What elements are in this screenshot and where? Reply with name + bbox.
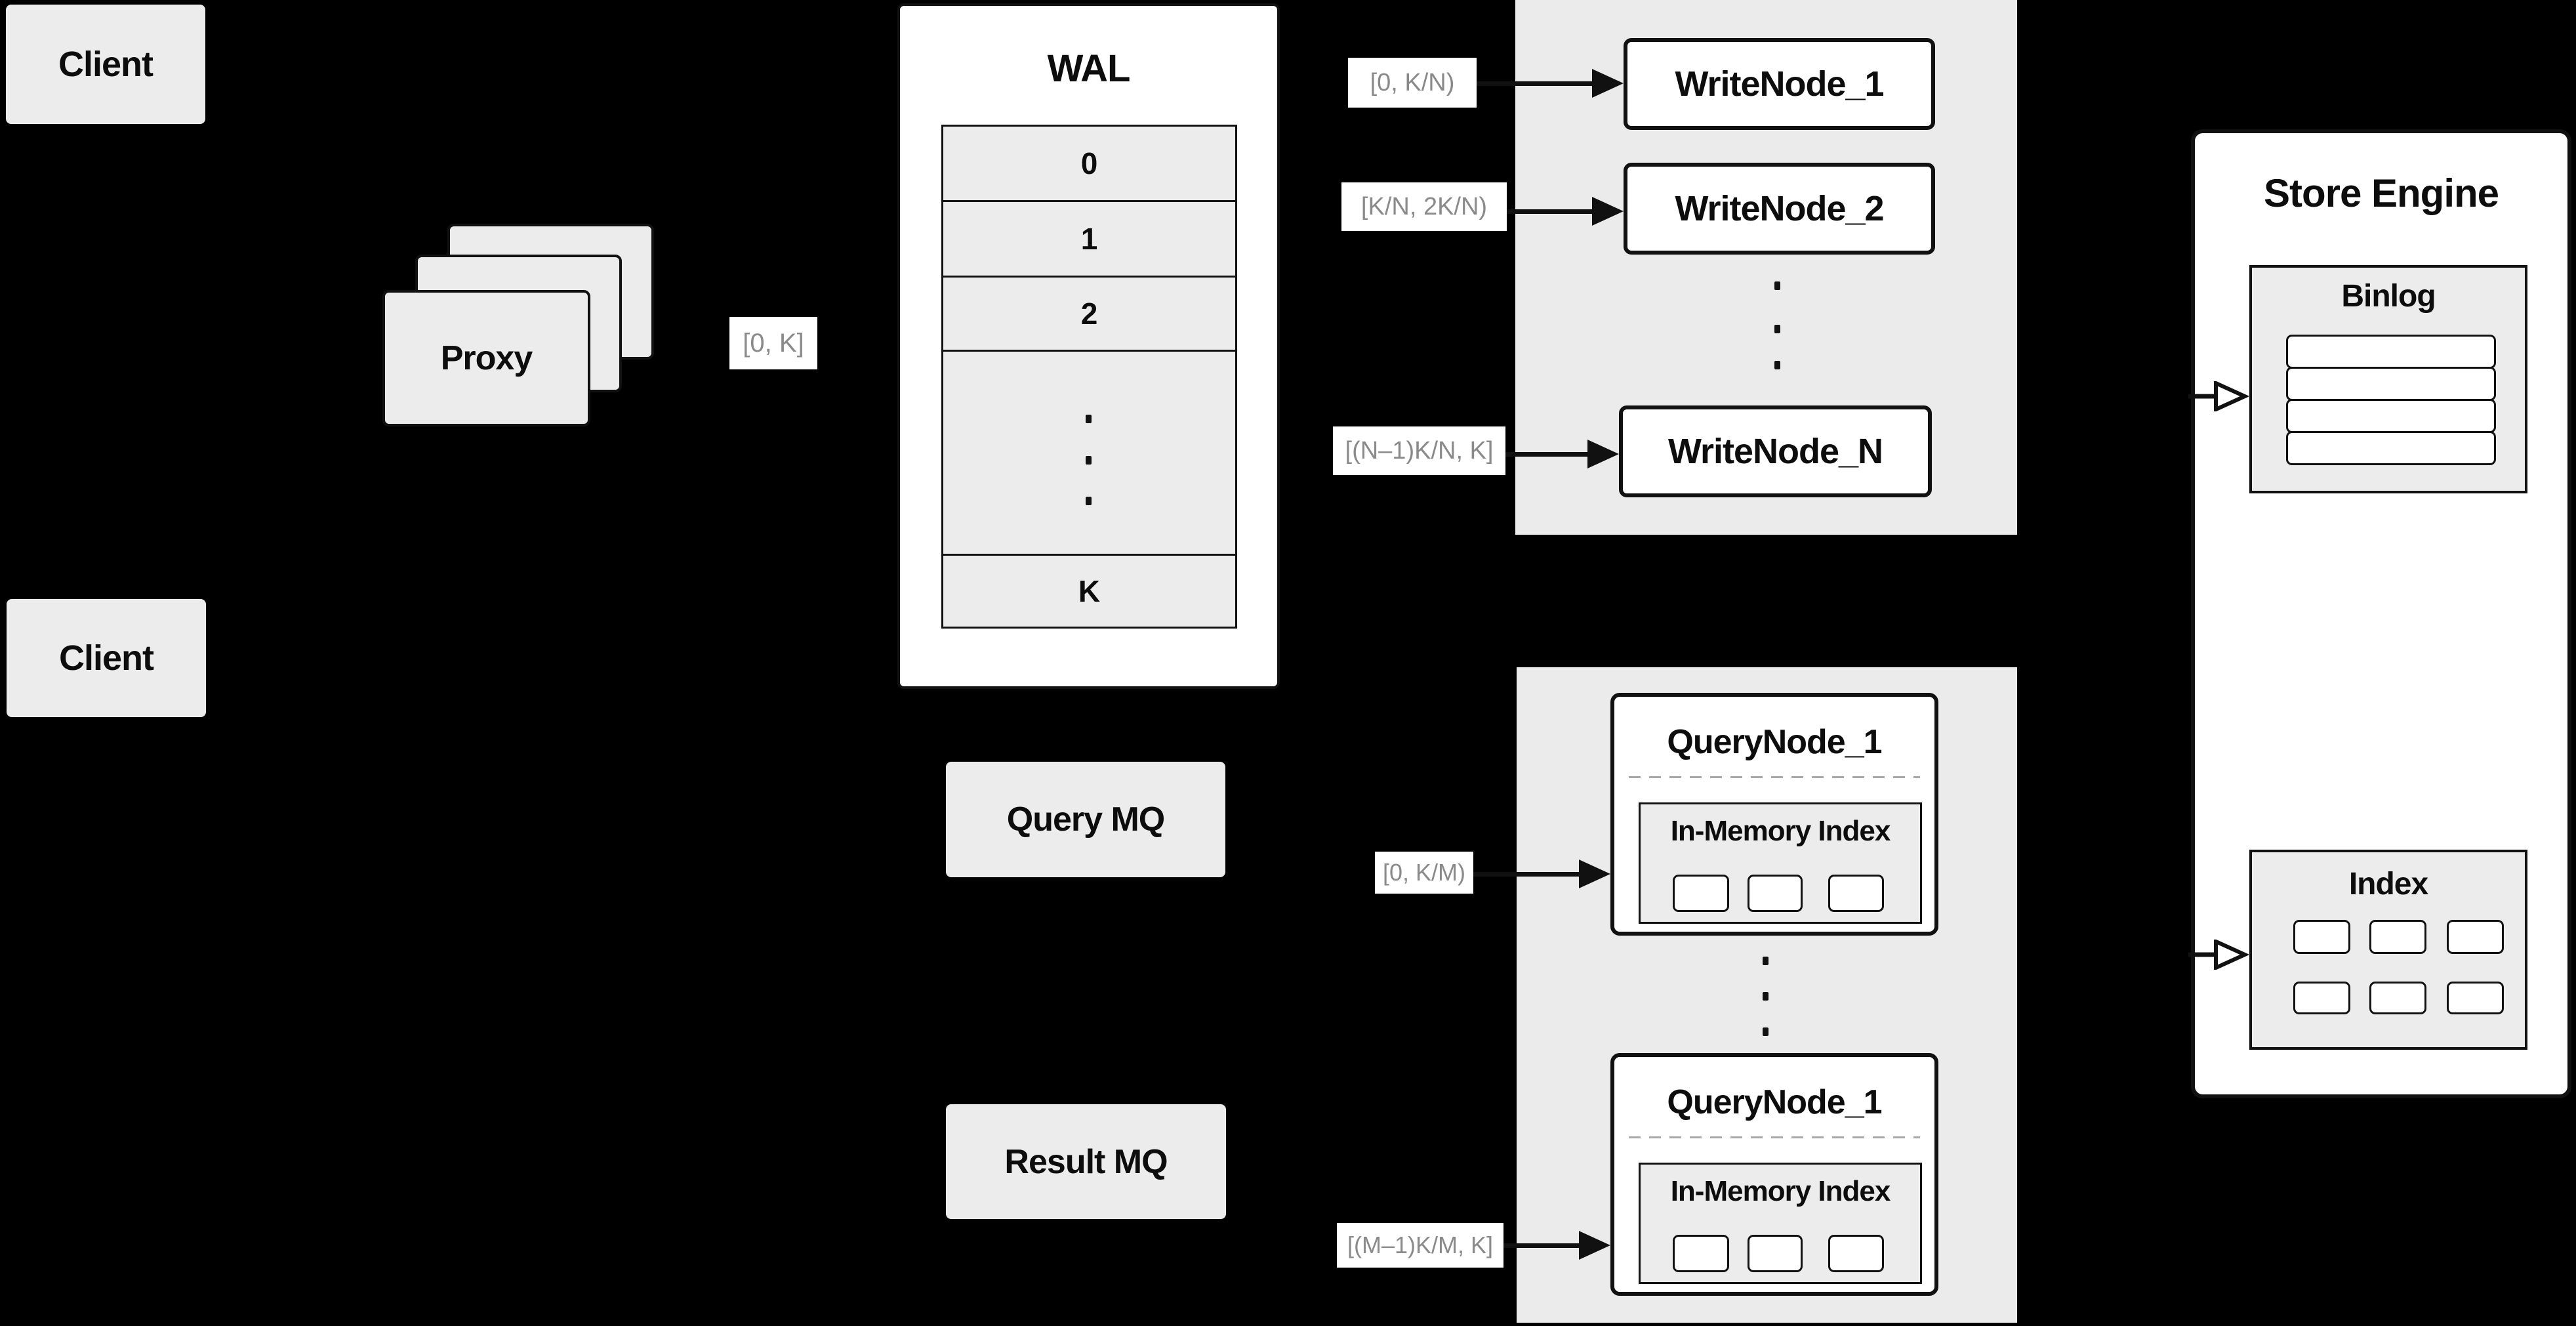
index-label: Index [2348, 866, 2428, 901]
in-memory-index-bottom-label: In-Memory Index [1670, 1175, 1891, 1207]
range-write-n: [(N–1)K/N, K] [1333, 426, 1505, 475]
arrow-head-writenode-2 [1592, 197, 1624, 226]
store-engine-title: Store Engine [2263, 171, 2499, 215]
binlog-box: Binlog [2249, 265, 2527, 493]
wal-segment-k: K [943, 554, 1235, 627]
binlog-rows [2286, 335, 2496, 465]
proxy-label: Proxy [440, 339, 533, 377]
ellipsis-dot [1763, 957, 1768, 965]
hollow-arrow-index [2188, 940, 2249, 970]
write-node-n: WriteNode_N [1619, 405, 1932, 497]
range-query-m-text: [(M–1)K/M, K] [1347, 1232, 1494, 1258]
ellipsis-dot [1086, 456, 1092, 465]
index-segment-cell [1673, 1235, 1729, 1272]
index-file-cell [2447, 982, 2504, 1014]
write-node-1-label: WriteNode_1 [1675, 64, 1884, 104]
result-mq-label: Result MQ [1004, 1142, 1168, 1181]
arrow-head-writenode-n [1587, 440, 1619, 468]
range-write-1: [0, K/N) [1348, 58, 1477, 108]
wal-segment-ellipsis-row [943, 350, 1235, 554]
index-segment-cell [1748, 875, 1803, 912]
ellipsis-dot [1774, 325, 1780, 333]
wal-title: WAL [1047, 47, 1131, 90]
query-node-top: QueryNode_1 In-Memory Index [1610, 693, 1938, 936]
index-file-cell [2447, 920, 2504, 954]
in-memory-index-top-label: In-Memory Index [1670, 815, 1891, 847]
range-write-2-text: [K/N, 2K/N) [1360, 192, 1488, 220]
client-top-label: Client [58, 45, 153, 84]
binlog-row [2286, 431, 2496, 465]
range-write-2: [K/N, 2K/N) [1341, 182, 1507, 231]
index-file-cell [2293, 982, 2350, 1014]
ellipsis-dot [1086, 415, 1092, 423]
wal-segment-0: 0 [943, 127, 1235, 200]
arrow-line-querynode-1 [1473, 872, 1579, 877]
write-node-n-label: WriteNode_N [1667, 432, 1883, 471]
binlog-row [2286, 335, 2496, 369]
index-segment-cell [1673, 875, 1729, 912]
range-write-n-text: [(N–1)K/N, K] [1345, 436, 1494, 465]
wal-segment-table: 0 1 2 K [941, 125, 1237, 629]
binlog-row [2286, 399, 2496, 433]
range-query-m: [(M–1)K/M, K] [1337, 1223, 1503, 1268]
query-mq-box: Query MQ [946, 762, 1225, 877]
range-write-1-text: [0, K/N) [1370, 68, 1455, 96]
write-node-2: WriteNode_2 [1624, 163, 1935, 255]
arrow-head-querynode-1 [1579, 860, 1610, 888]
ellipsis-dot [1774, 281, 1780, 290]
arrow-line-writenode-2 [1507, 209, 1592, 214]
query-node-bottom-title: QueryNode_1 [1667, 1083, 1882, 1121]
write-node-2-label: WriteNode_2 [1675, 189, 1884, 228]
arrow-head-querynode-m [1579, 1231, 1610, 1260]
in-memory-index-box-bottom: In-Memory Index [1639, 1163, 1922, 1284]
arrow-line-querynode-m [1503, 1243, 1579, 1248]
index-segment-cell [1828, 1235, 1884, 1272]
range-query-1: [0, K/M) [1375, 852, 1473, 894]
ellipsis-dot [1086, 497, 1092, 505]
wal-segment-1: 1 [943, 200, 1235, 276]
proxy-card-front: Proxy [382, 290, 590, 426]
hollow-arrow-binlog [2188, 381, 2249, 411]
query-node-bottom: QueryNode_1 In-Memory Index [1610, 1053, 1938, 1296]
result-mq-box: Result MQ [946, 1104, 1226, 1219]
range-query-1-text: [0, K/M) [1382, 859, 1466, 886]
index-segment-cell [1828, 875, 1884, 912]
arrow-line-writenode-n [1505, 452, 1587, 457]
wal-segment-2: 2 [943, 276, 1235, 350]
client-bottom-label: Client [58, 638, 154, 678]
dashed-divider [1629, 1136, 1920, 1138]
binlog-label: Binlog [2341, 278, 2436, 314]
ellipsis-dot [1763, 992, 1768, 1001]
range-proxy-out-text: [0, K] [743, 328, 804, 358]
index-file-cell [2293, 920, 2350, 954]
query-mq-label: Query MQ [1006, 800, 1165, 839]
store-engine-box: Store Engine Binlog Index [2191, 129, 2571, 1098]
binlog-row [2286, 367, 2496, 401]
in-memory-index-box-top: In-Memory Index [1639, 802, 1922, 924]
ellipsis-dot [1774, 361, 1780, 369]
client-box-top: Client [6, 5, 205, 124]
index-file-cell [2369, 982, 2426, 1014]
arrow-line-writenode-1 [1477, 81, 1592, 86]
index-file-cell [2369, 920, 2426, 954]
query-node-top-title: QueryNode_1 [1667, 723, 1882, 761]
arrow-head-writenode-1 [1592, 69, 1624, 98]
client-box-bottom: Client [7, 599, 206, 717]
ellipsis-dot [1763, 1027, 1768, 1036]
write-node-1: WriteNode_1 [1624, 38, 1935, 130]
index-box: Index [2249, 850, 2527, 1050]
index-segment-cell [1748, 1235, 1803, 1272]
dashed-divider [1629, 776, 1920, 778]
range-proxy-out: [0, K] [729, 317, 817, 369]
